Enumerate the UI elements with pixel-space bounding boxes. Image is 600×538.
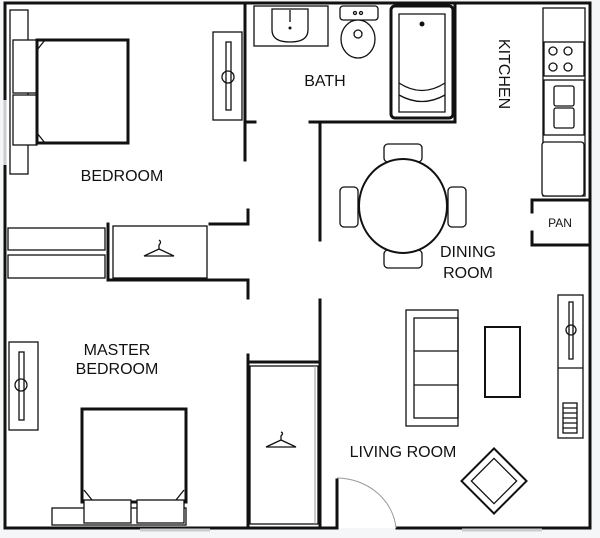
room-label-master-line1: MASTER (84, 342, 151, 359)
closet-icon (112, 225, 208, 279)
stove-icon (543, 41, 585, 77)
windows (3, 100, 542, 532)
bed-icon (9, 9, 130, 175)
room-label-kitchen: KITCHEN (495, 39, 512, 109)
entry-door-swing[interactable] (336, 477, 397, 529)
dresser-icon (212, 31, 243, 121)
master-bed-icon (51, 407, 188, 526)
room-label-dining-line1: DINING (440, 244, 496, 261)
kitchen-sink-icon (543, 79, 585, 136)
refrigerator-icon (541, 141, 585, 197)
coffee-table-icon (484, 326, 521, 398)
wardrobe-icon (249, 365, 319, 525)
room-label-pantry: PAN (548, 216, 572, 230)
room-label-master-line2: BEDROOM (76, 361, 159, 378)
dining-table-icon (339, 143, 467, 269)
shelves-icon (7, 227, 106, 279)
room-label-bath: BATH (304, 73, 345, 90)
room-label-bedroom: BEDROOM (81, 168, 164, 185)
master-dresser-icon (8, 341, 39, 431)
tv-stand-icon (557, 294, 584, 439)
bathtub-icon (389, 4, 455, 120)
room-label-dining-line2: ROOM (443, 265, 493, 282)
sink-icon (253, 5, 329, 47)
room-label-living: LIVING ROOM (350, 444, 457, 461)
armchair-icon (460, 447, 528, 515)
sofa-icon (405, 309, 459, 427)
walls (3, 1, 592, 530)
toilet-icon (339, 5, 379, 59)
